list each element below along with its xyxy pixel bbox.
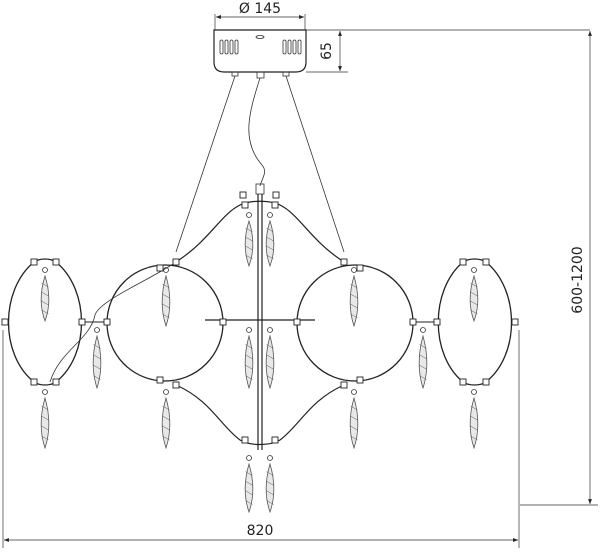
dim-canopy-height: 65 [306,29,590,73]
crystal-pendant [469,267,479,323]
frame-joint [340,258,348,266]
frame-joint [172,381,180,389]
frame-joint [482,378,490,386]
crystal-pendant [161,389,171,450]
frame-joint [1,318,9,326]
frame-joint [482,258,490,266]
canopy-vent-right [282,39,302,55]
label-total-width: 820 [247,523,274,539]
frame-oval-right [413,258,512,386]
frame-joint [78,318,86,326]
frame-joint [272,191,280,199]
frame-joint [340,381,348,389]
power-wire [49,261,177,383]
frame-joint [511,318,519,326]
label-total-height: 600-1200 [570,246,586,313]
crystal-pendant [92,327,102,390]
crystal-pendant [40,389,50,450]
crystal-pendant [161,267,171,328]
dim-total-width: 820 [2,330,520,548]
crystal-pendant [244,212,254,268]
label-canopy-diameter: Ø 145 [239,1,281,17]
frame-joint [271,436,279,444]
dim-total-height: 600-1200 [520,31,598,506]
frame-joint [241,201,249,209]
frame-joint [239,191,247,199]
frame-joints [1,191,519,444]
crystal-pendant [469,389,479,450]
frame-joint [271,201,279,209]
frame-joint [52,258,60,266]
frame-joint [433,318,441,326]
frame-joint [409,318,417,326]
frame-joint [219,318,227,326]
crystal-pendant [418,327,428,390]
frame-joint [156,264,164,272]
frame-joint [103,318,111,326]
frame-joint [30,378,38,386]
frame-center [175,194,345,450]
crystal-pendant [244,455,254,514]
crystal-pendant [265,327,275,390]
frame-joint [459,258,467,266]
frame-joint [356,376,364,384]
frame-joint [30,258,38,266]
canopy [213,29,307,79]
frame-joint [241,436,249,444]
frame-joint [356,264,364,272]
dim-canopy-diameter: Ø 145 [214,1,306,30]
frame-joint [156,376,164,384]
frame-joint [459,378,467,386]
frame-joint [52,378,60,386]
crystal-pendants [40,212,479,514]
crystal-pendant [244,327,254,390]
crystal-pendant [349,267,359,328]
crystal-pendant [265,212,275,268]
label-canopy-height: 65 [319,42,335,60]
crystal-pendant [40,267,50,323]
canopy-vent-left [219,39,239,55]
suspension-cables [175,75,345,253]
frame-joint [172,258,180,266]
crystal-pendant [349,389,359,450]
frame-joint [293,318,301,326]
crystal-pendant [265,455,275,514]
